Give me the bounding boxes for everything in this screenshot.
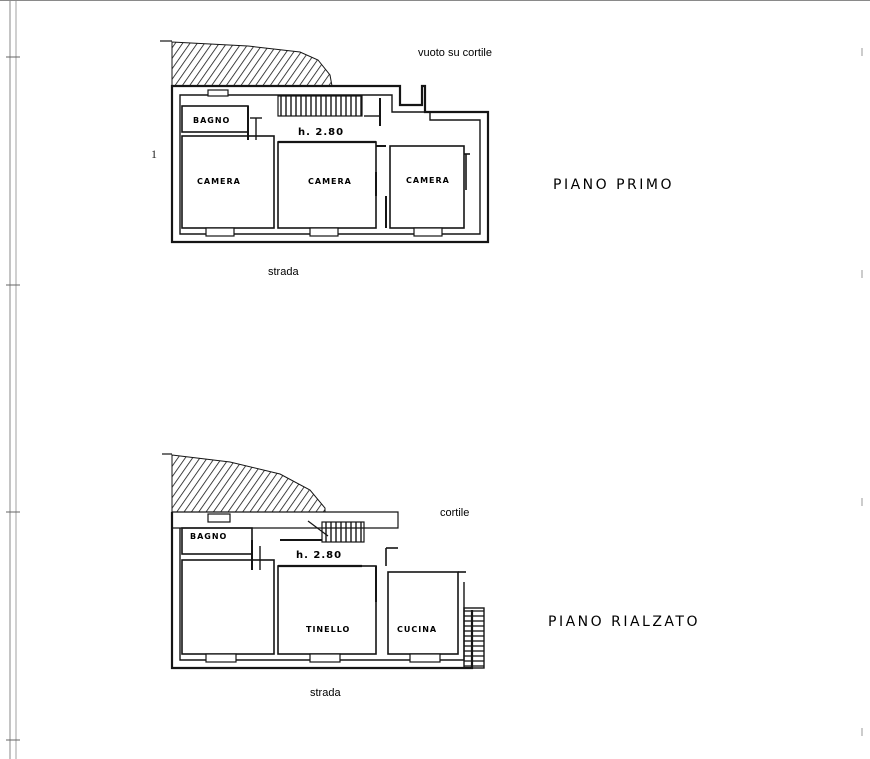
first-floor-bedroom-1-label: CAMERA [197,177,241,186]
first-floor-title: PIANO PRIMO [553,177,674,193]
ground-floor-hatched-void [171,454,326,513]
first-floor-bath-label: BAGNO [193,116,230,125]
first-floor-hatched-void [171,41,333,87]
ground-floor-plan [162,453,485,670]
margin-mark: 1 [151,147,157,161]
first-floor-top-note: vuoto su cortile [418,47,492,59]
ground-floor-bottom-note: strada [310,687,341,699]
ground-floor-height-label: h. 2.80 [296,550,342,561]
ground-floor-top-note: cortile [440,507,469,519]
ground-floor-kitchen-label: CUCINA [397,625,437,634]
first-floor-bedroom-2-label: CAMERA [308,177,352,186]
ground-floor-external-stair [463,607,485,669]
ground-floor-stairs [321,521,365,543]
ground-floor-bath-label: BAGNO [190,532,227,541]
first-floor-stairs [277,95,363,117]
first-floor-plan [160,40,490,244]
ground-floor-living-label: TINELLO [306,625,350,634]
first-floor-bedroom-3-label: CAMERA [406,176,450,185]
first-floor-bottom-note: strada [268,266,299,278]
first-floor-height-label: h. 2.80 [298,127,344,138]
ground-floor-title: PIANO RIALZATO [548,614,700,630]
